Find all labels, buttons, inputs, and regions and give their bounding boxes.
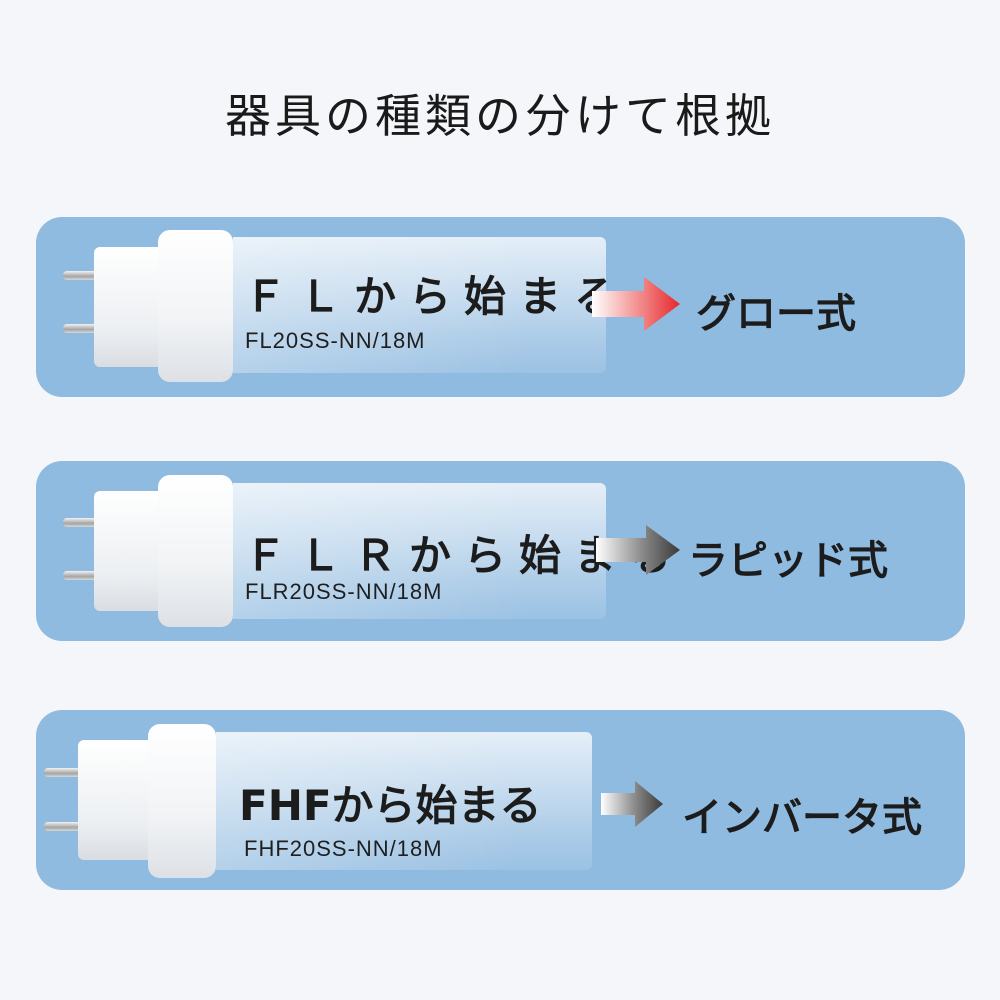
model-label: FLR20SS-NN/18M	[245, 579, 443, 604]
prefix-label: ＦＬから始まる	[244, 272, 630, 321]
pin-icon	[63, 271, 98, 280]
arrow-right-icon	[596, 525, 680, 575]
model-label: FHF20SS-NN/18M	[244, 836, 443, 861]
tube-illustration	[36, 710, 965, 890]
page-title: 器具の種類の分けて根拠	[225, 89, 775, 143]
method-label: インバータ式	[682, 795, 922, 841]
tube-glass	[233, 483, 606, 619]
arrow-right-icon	[592, 277, 680, 331]
pin-icon	[44, 822, 82, 831]
card-flr: ＦＬＲから始まる FLR20SS-NN/18M ラピッド式	[36, 461, 965, 641]
endcap-neck	[78, 740, 154, 860]
tube-glass	[216, 732, 592, 870]
model-label: FL20SS-NN/18M	[245, 328, 426, 353]
method-label: ラピッド式	[688, 538, 888, 584]
endcap-neck	[94, 247, 164, 367]
tube-glass	[233, 237, 606, 373]
endcap-neck	[94, 491, 164, 611]
card-fl: ＦＬから始まる FL20SS-NN/18M グロー式	[36, 217, 965, 397]
tube-illustration	[36, 217, 965, 397]
endcap	[158, 475, 233, 627]
pin-icon	[63, 324, 98, 333]
pin-icon	[63, 518, 98, 527]
card-fhf: FHFから始まる FHF20SS-NN/18M インバータ式	[36, 710, 965, 890]
pin-icon	[63, 571, 98, 580]
endcap	[148, 724, 216, 878]
arrow-right-icon	[601, 781, 663, 827]
method-label: グロー式	[696, 291, 856, 337]
tube-illustration	[36, 461, 965, 641]
pin-icon	[44, 768, 82, 777]
prefix-label: FHFから始まる	[239, 781, 542, 830]
endcap	[158, 230, 233, 382]
